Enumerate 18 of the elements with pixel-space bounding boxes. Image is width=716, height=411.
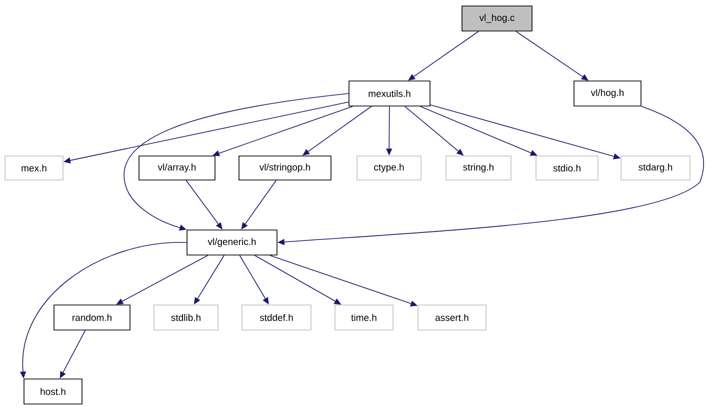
file-box: vl/hog.h xyxy=(574,80,642,106)
file-box: vl/generic.h xyxy=(186,230,278,256)
file-box: time.h xyxy=(334,304,394,330)
file-box: vl/array.h xyxy=(138,156,216,180)
file-box: vl_hog.c xyxy=(462,6,532,32)
file-box: mex.h xyxy=(4,156,64,180)
file-box: string.h xyxy=(446,156,512,180)
file-box: vl/stringop.h xyxy=(238,156,332,180)
file-box: assert.h xyxy=(418,304,486,330)
file-box: stdio.h xyxy=(536,156,598,180)
file-box: host.h xyxy=(24,378,82,404)
file-box: stdlib.h xyxy=(154,304,218,330)
file-box: stddef.h xyxy=(242,304,312,330)
file-box: mexutils.h xyxy=(348,80,430,106)
arrow xyxy=(124,93,349,231)
file-box: random.h xyxy=(54,304,130,330)
file-box: stdarg.h xyxy=(620,156,690,180)
file-box: ctype.h xyxy=(356,156,422,180)
